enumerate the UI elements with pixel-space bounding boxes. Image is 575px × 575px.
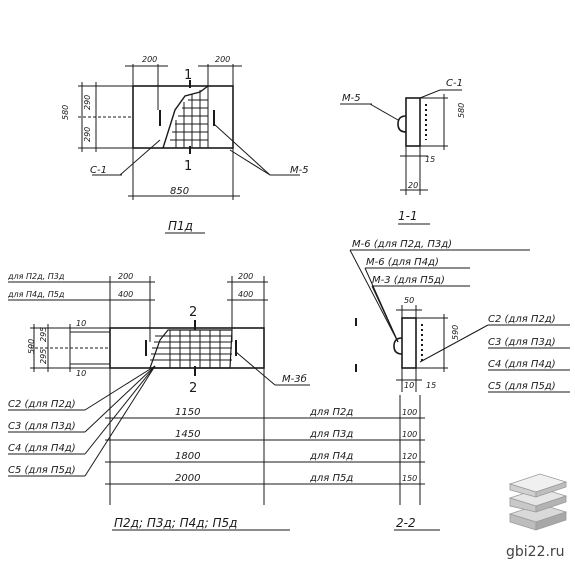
label-c1: С-1	[90, 165, 107, 176]
label-m3-p5: М-3 (для П5д)	[372, 275, 445, 286]
dim-left: 200	[142, 55, 157, 64]
dim-590: 590	[27, 339, 36, 354]
s1-dim-20: 20	[408, 181, 418, 190]
s1-label-c1: С-1	[446, 78, 463, 89]
note-p2-p3: для П2д, П3д	[7, 272, 65, 281]
length-note-3: для П5д	[309, 473, 353, 484]
section-mark-2-top: 2	[189, 305, 197, 320]
dim-left-400: 400	[118, 290, 133, 299]
caption-p1d: П1д	[168, 219, 193, 233]
dim-right-400: 400	[238, 290, 253, 299]
dim-h2: 290	[83, 127, 92, 142]
length-note-2: для П4д	[309, 451, 353, 462]
loop-m5	[397, 115, 407, 133]
mesh-break	[162, 85, 209, 149]
s2-c-label-0: С2 (для П2д)	[488, 314, 556, 325]
length-0: 1150	[175, 407, 200, 418]
top-plan	[78, 64, 300, 234]
dim-h1: 290	[83, 95, 92, 110]
right-dim-3: 150	[402, 474, 417, 483]
length-850: 850	[170, 186, 189, 197]
s1-dim-580: 580	[457, 103, 466, 118]
dim-left-200: 200	[118, 272, 133, 281]
s2-c-label-3: С5 (для П5д)	[488, 381, 556, 392]
caption-2-2: 2-2	[396, 516, 416, 530]
s1-dim-15: 15	[425, 155, 435, 164]
dim-10-a: 10	[76, 319, 86, 328]
label-m36: М-3б	[282, 373, 307, 385]
dim-height: 580	[61, 105, 70, 120]
length-2: 1800	[175, 451, 200, 462]
length-note-1: для П3д	[309, 429, 353, 440]
length-note-0: для П2д	[309, 407, 353, 418]
s1-label-m5: М-5	[342, 93, 361, 104]
section-1-1-body	[405, 97, 421, 147]
watermark-logo: gbi22.ru	[506, 473, 568, 560]
c-label-0: С2 (для П2д)	[8, 399, 76, 410]
bottom-plan	[8, 276, 425, 531]
right-dim-2: 120	[402, 452, 417, 461]
s2-dim-10: 10	[404, 381, 414, 390]
length-3: 2000	[175, 473, 200, 484]
section-mark-bottom: 1	[184, 159, 192, 174]
s2-dim-590: 590	[451, 325, 460, 340]
section-mark-top: 1	[184, 68, 192, 83]
length-1: 1450	[175, 429, 200, 440]
label-m6-p2-p3: М-6 (для П2д, П3д)	[352, 239, 452, 250]
loop-2-2	[393, 337, 403, 355]
dim-295-a: 295	[39, 327, 48, 342]
dim-right: 200	[215, 55, 230, 64]
caption-p2-p5: П2д; П3д; П4д; П5д	[114, 516, 237, 530]
section-2-2-body	[401, 317, 417, 369]
label-m5: М-5	[290, 165, 309, 176]
right-dim-0: 100	[402, 408, 417, 417]
dim-295-b: 295	[39, 349, 48, 364]
s2-dim-50: 50	[404, 296, 414, 305]
section-1-1	[340, 89, 462, 225]
dim-10-b: 10	[76, 369, 86, 378]
slab-outline	[132, 85, 234, 149]
s2-c-label-2: С4 (для П4д)	[488, 359, 556, 370]
caption-1-1: 1-1	[398, 209, 418, 223]
c-label-2: С4 (для П4д)	[8, 443, 76, 454]
slab-stack-icon	[508, 473, 568, 531]
section-mark-2-bottom: 2	[189, 381, 197, 396]
watermark-text: gbi22.ru	[506, 544, 565, 560]
note-p4-p5: для П4д, П5д	[7, 290, 65, 299]
dim-right-200: 200	[238, 272, 253, 281]
c-label-3: С5 (для П5д)	[8, 465, 76, 476]
section-2-2	[349, 249, 570, 531]
label-m6-p4: М-6 (для П4д)	[366, 257, 439, 268]
s2-dim-15: 15	[426, 381, 436, 390]
right-dim-1: 100	[402, 430, 417, 439]
c-label-1: С3 (для П3д)	[8, 421, 76, 432]
s2-c-label-1: С3 (для П3д)	[488, 337, 556, 348]
